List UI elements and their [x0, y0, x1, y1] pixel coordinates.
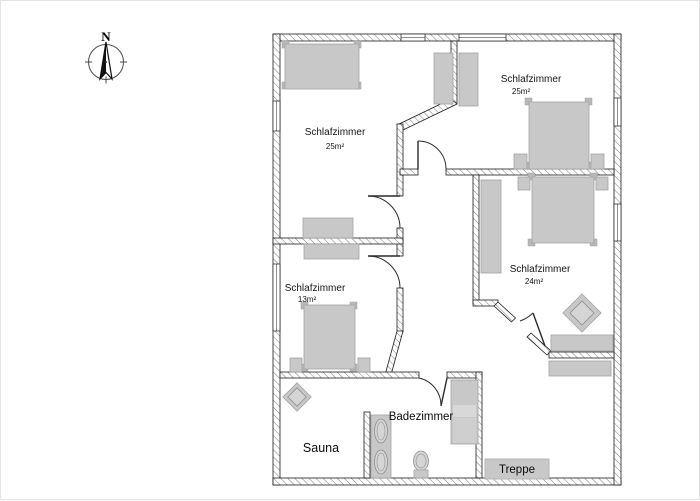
door-bedroom-w — [367, 255, 401, 289]
window-top-2 — [458, 33, 507, 42]
sink-top — [374, 418, 388, 444]
sideboard-e — [550, 334, 614, 352]
sideboard-hall — [548, 360, 612, 377]
windows — [272, 33, 622, 332]
compass-rose: N — [85, 29, 127, 84]
bedroom-ne-label: Schlafzimmer — [501, 74, 562, 85]
wall-corridor-west-3 — [396, 287, 404, 333]
bathroom-label: Badezimmer — [389, 411, 454, 423]
bedroom-e-area: 24m² — [525, 277, 544, 286]
wall-nw-w-divider — [272, 237, 404, 245]
wall-e-room-diagonal-2 — [526, 332, 552, 356]
labels: Schlafzimmer 25m² Schlafzimmer 25m² Schl… — [285, 74, 571, 476]
door-bedroom-nw — [367, 195, 401, 229]
wall-sauna-bath-divider — [363, 411, 371, 479]
shower — [450, 379, 479, 445]
nightstand-e-left — [517, 176, 531, 191]
bedroom-w-label: Schlafzimmer — [285, 283, 346, 294]
wall-e-room-jog — [472, 299, 499, 307]
wall-corridor-west-diagonal — [384, 330, 404, 376]
bed-w — [300, 301, 358, 372]
wardrobe-w — [303, 243, 360, 260]
door-bedroom-e — [519, 312, 546, 347]
bedroom-nw-label: Schlafzimmer — [305, 127, 366, 138]
compass-center-dot — [105, 61, 107, 63]
door-bathroom — [418, 377, 448, 407]
wardrobe-e — [480, 179, 502, 274]
window-top-1 — [400, 33, 426, 42]
stairs-label: Treppe — [499, 464, 535, 476]
chair-diamond-e — [562, 293, 602, 333]
wall-outer-east — [613, 33, 622, 486]
wall-outer-top — [272, 33, 622, 42]
bed-nw — [281, 40, 362, 90]
bedroom-w-area: 13m² — [298, 295, 317, 304]
door-bedroom-ne — [417, 140, 447, 170]
sauna-label: Sauna — [303, 441, 339, 455]
sauna-heater-diamond — [282, 382, 312, 412]
nightstand-ne-left — [513, 153, 528, 170]
sink-bottom — [374, 449, 388, 475]
stairs — [484, 458, 550, 480]
bed-ne — [524, 97, 593, 170]
wall-outer-bottom — [272, 477, 622, 486]
bed-e — [527, 172, 598, 247]
dresser-nw — [302, 217, 354, 239]
nightstand-ne-right — [590, 153, 605, 170]
toilet — [413, 450, 429, 479]
nightstand-e-right — [595, 176, 609, 191]
nightstand-w-left — [289, 357, 303, 373]
window-west-1 — [272, 100, 281, 132]
walls — [272, 33, 622, 486]
wall-e-room-west — [472, 174, 480, 304]
wall-e-room-diagonal-1 — [493, 301, 517, 323]
window-west-2 — [272, 263, 281, 332]
compass-north-label: N — [101, 29, 111, 44]
window-east-1 — [613, 97, 622, 127]
wall-sauna-north — [279, 371, 420, 379]
wall-e-room-south — [548, 351, 615, 359]
bedroom-ne-area: 25m² — [512, 87, 531, 96]
wall-corridor-west-1 — [396, 123, 404, 197]
compass-needle-dark-half — [100, 42, 106, 79]
nightstand-w-right — [357, 357, 371, 373]
doors — [367, 140, 546, 407]
wall-ne-south-1 — [399, 168, 419, 176]
bedroom-e-label: Schlafzimmer — [510, 264, 571, 275]
window-east-2 — [613, 203, 622, 242]
bedroom-nw-area: 25m² — [326, 142, 345, 151]
wardrobe-nw — [433, 52, 454, 105]
furniture — [281, 40, 614, 480]
wardrobe-ne — [458, 52, 479, 107]
